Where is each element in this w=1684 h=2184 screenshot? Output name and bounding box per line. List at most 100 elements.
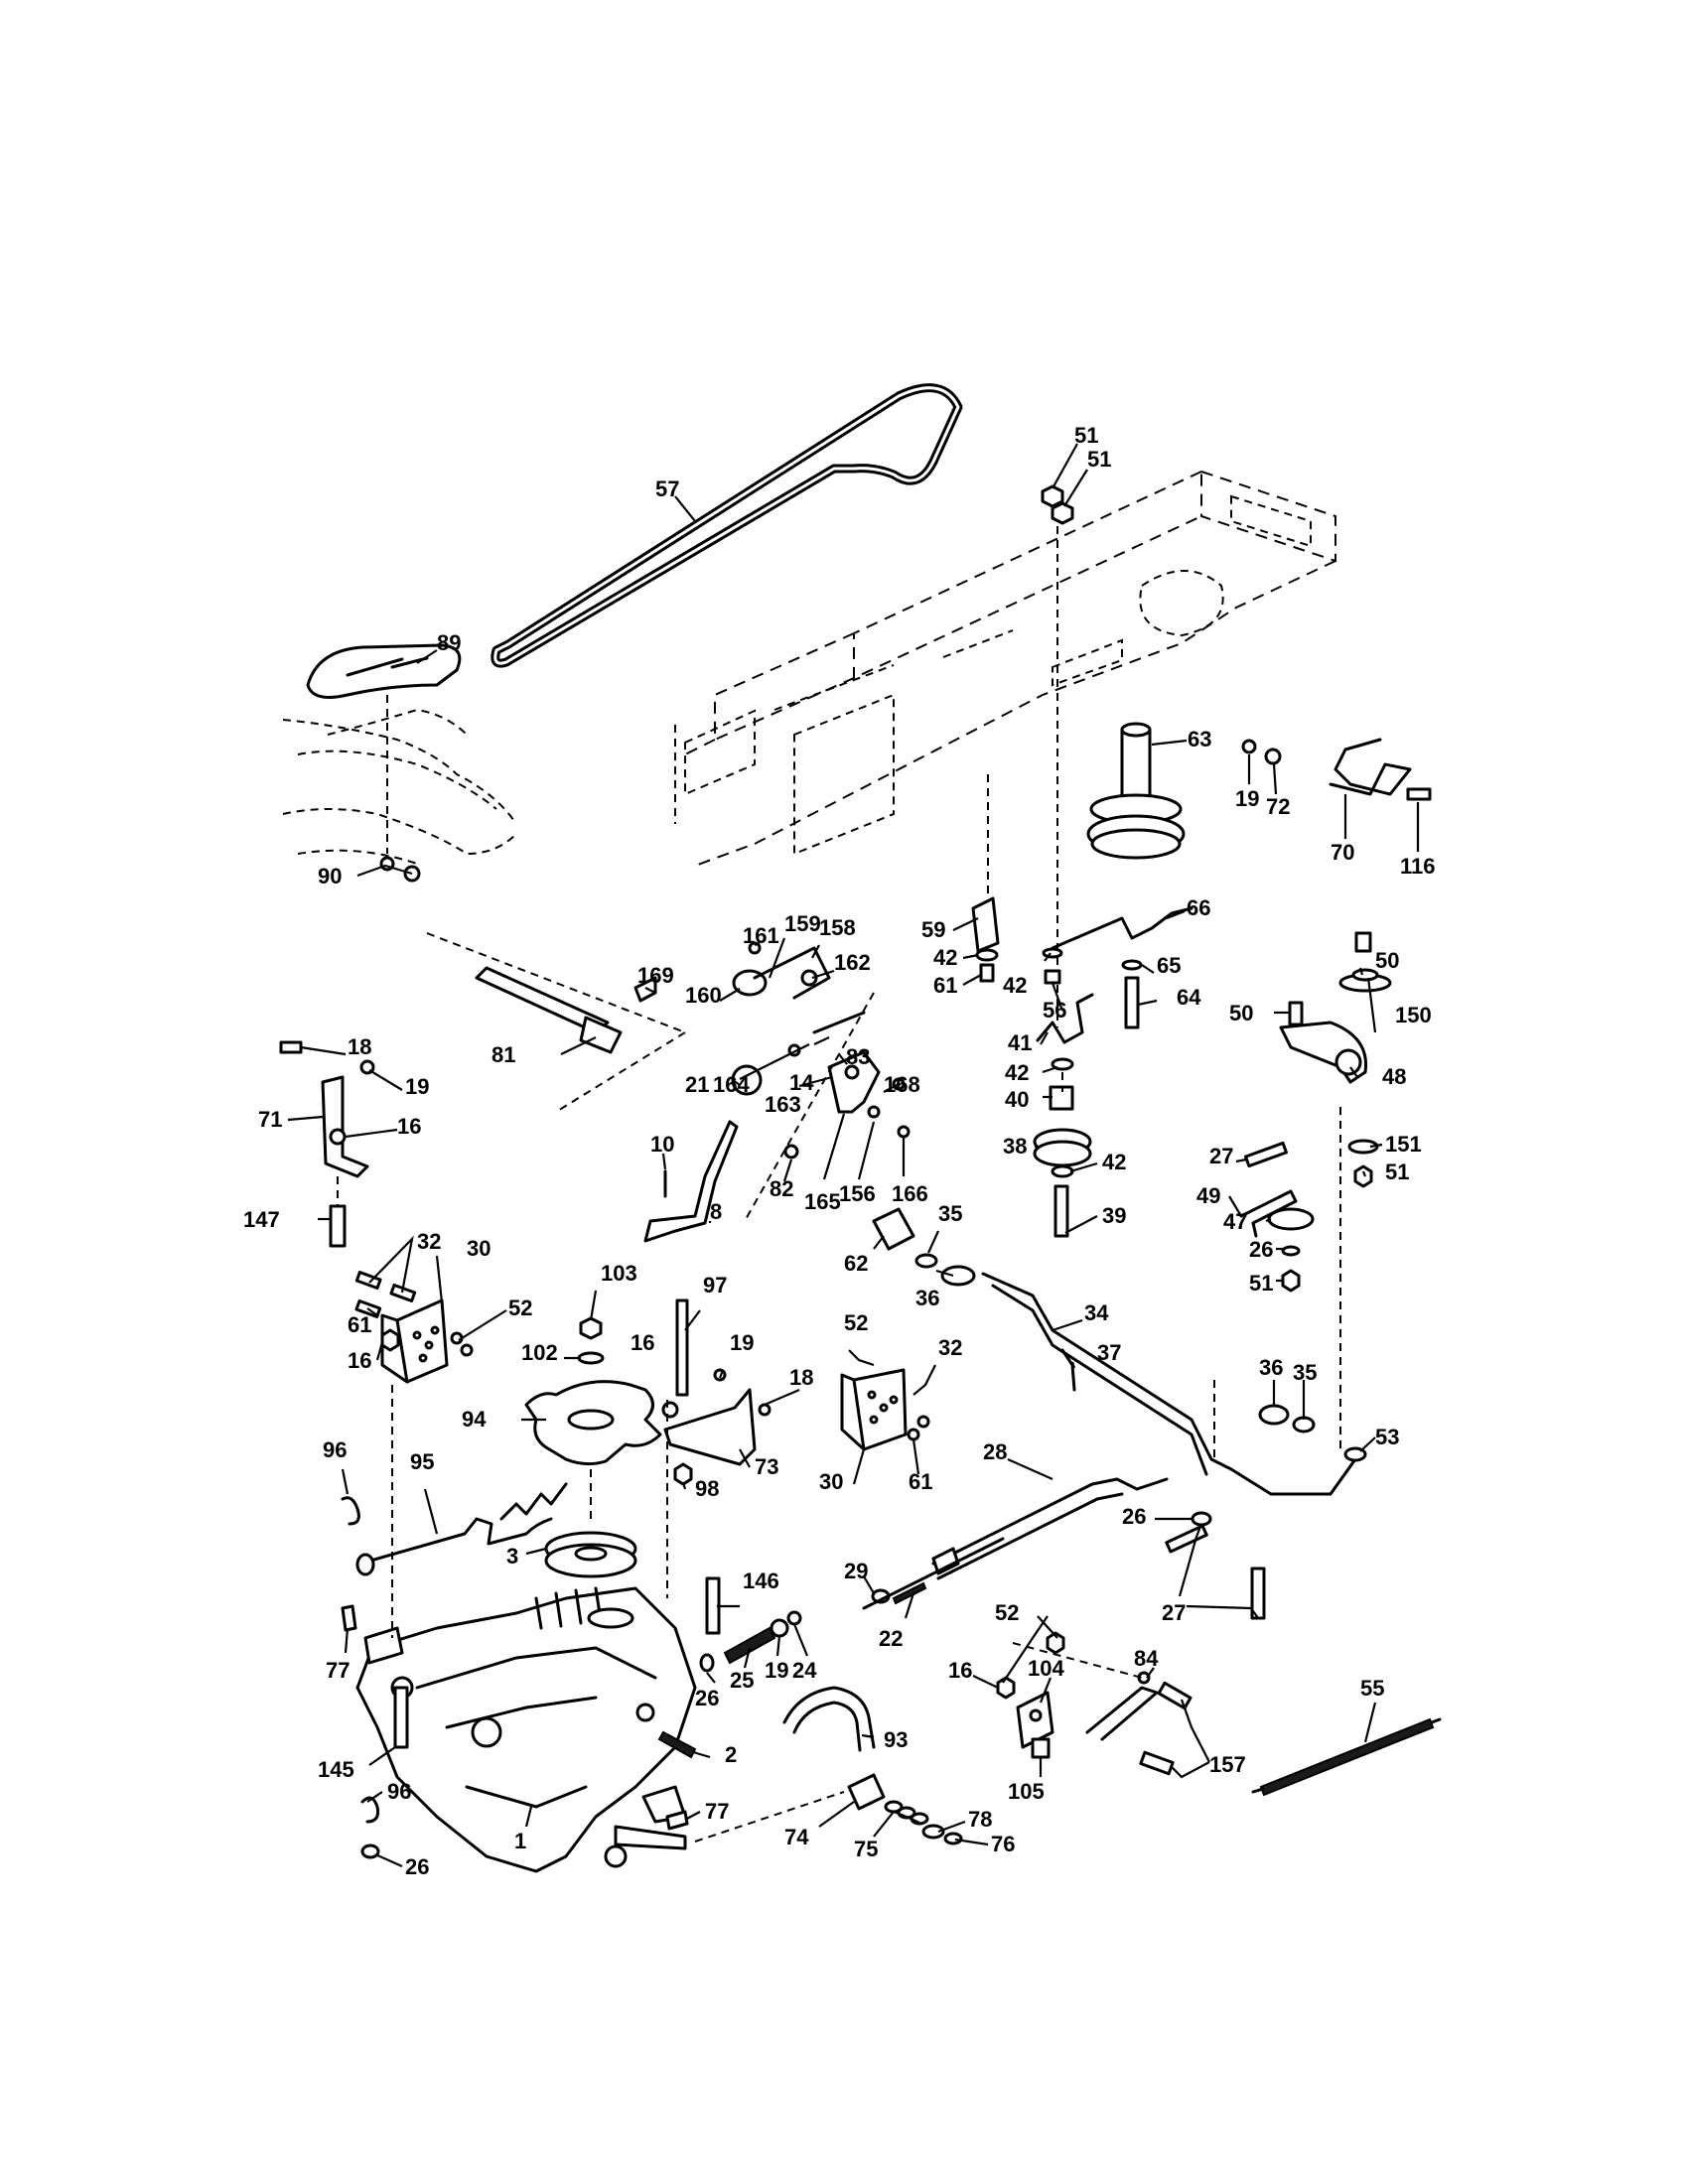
- callout-2: 2: [725, 1742, 737, 1767]
- callout-19: 19: [730, 1330, 754, 1355]
- callout-159: 159: [784, 911, 821, 936]
- callout-161: 161: [743, 923, 779, 948]
- chassis-frame: [674, 470, 1336, 867]
- callout-116: 116: [1400, 854, 1436, 879]
- fasteners: [379, 484, 1432, 1293]
- shift-linkage: [475, 941, 911, 1243]
- callout-26: 26: [405, 1854, 429, 1879]
- callout-50: 50: [1229, 1001, 1253, 1025]
- callout-19: 19: [765, 1658, 788, 1683]
- callout-103: 103: [601, 1261, 637, 1286]
- callout-24: 24: [792, 1658, 817, 1683]
- callout-83: 83: [846, 1044, 870, 1069]
- callout-26: 26: [1249, 1237, 1273, 1262]
- callout-42: 42: [1005, 1060, 1029, 1085]
- callout-95: 95: [410, 1449, 434, 1474]
- callout-27: 27: [1162, 1600, 1186, 1625]
- callout-35: 35: [1293, 1360, 1317, 1385]
- callout-62: 62: [844, 1251, 868, 1276]
- callout-42: 42: [933, 945, 957, 970]
- callout-65: 65: [1157, 953, 1181, 978]
- callout-3: 3: [506, 1544, 518, 1569]
- callout-30: 30: [467, 1236, 491, 1261]
- callout-61: 61: [348, 1312, 371, 1337]
- callout-19: 19: [1235, 786, 1259, 811]
- callout-96: 96: [387, 1779, 411, 1804]
- callout-39: 39: [1102, 1203, 1126, 1228]
- callout-40: 40: [1005, 1087, 1029, 1112]
- callout-1: 1: [514, 1829, 526, 1853]
- callout-147: 147: [243, 1207, 280, 1232]
- callout-61: 61: [909, 1469, 932, 1494]
- callout-98: 98: [695, 1476, 719, 1501]
- callout-32: 32: [417, 1229, 441, 1254]
- callout-76: 76: [991, 1832, 1015, 1856]
- callout-51: 51: [1385, 1160, 1409, 1184]
- callout-90: 90: [318, 864, 342, 888]
- callout-89: 89: [437, 630, 461, 655]
- callout-36: 36: [915, 1286, 939, 1310]
- callout-21: 21: [685, 1072, 709, 1097]
- callout-28: 28: [983, 1439, 1007, 1464]
- callout-145: 145: [318, 1757, 354, 1782]
- callout-26: 26: [1122, 1504, 1146, 1529]
- callout-35: 35: [938, 1201, 962, 1226]
- callout-26: 26: [695, 1686, 719, 1710]
- callout-27: 27: [1209, 1144, 1233, 1168]
- callout-18: 18: [789, 1365, 813, 1390]
- callout-66: 66: [1187, 895, 1210, 920]
- callout-78: 78: [968, 1807, 992, 1832]
- callout-94: 94: [462, 1407, 487, 1432]
- idler-pulley-63: [1086, 722, 1186, 860]
- callout-160: 160: [685, 983, 722, 1008]
- callout-51: 51: [1074, 423, 1098, 448]
- callout-19: 19: [405, 1074, 429, 1099]
- callout-34: 34: [1084, 1300, 1109, 1325]
- callout-22: 22: [879, 1626, 903, 1651]
- callout-57: 57: [655, 477, 679, 501]
- left-brackets: [279, 1040, 474, 1384]
- callout-52: 52: [844, 1310, 868, 1335]
- callout-37: 37: [1097, 1340, 1121, 1365]
- callout-146: 146: [743, 1569, 779, 1593]
- callout-96: 96: [323, 1437, 347, 1462]
- callout-49: 49: [1196, 1183, 1220, 1208]
- callout-8: 8: [710, 1199, 722, 1224]
- callout-102: 102: [521, 1340, 558, 1365]
- callout-51: 51: [1249, 1271, 1273, 1296]
- callout-14: 14: [789, 1070, 814, 1095]
- callout-168: 168: [884, 1072, 920, 1097]
- callout-51: 51: [1087, 447, 1111, 472]
- callout-61: 61: [933, 973, 957, 998]
- callout-93: 93: [884, 1727, 908, 1752]
- callout-70: 70: [1331, 840, 1354, 865]
- callout-157: 157: [1209, 1752, 1246, 1777]
- leader-lines: [287, 443, 1420, 1868]
- callout-74: 74: [784, 1825, 809, 1849]
- callout-25: 25: [730, 1668, 754, 1693]
- callout-162: 162: [834, 950, 871, 975]
- callout-52: 52: [508, 1296, 532, 1320]
- callout-97: 97: [703, 1273, 727, 1297]
- callout-169: 169: [637, 963, 674, 988]
- callout-104: 104: [1028, 1656, 1064, 1681]
- callout-16: 16: [631, 1330, 654, 1355]
- callout-81: 81: [491, 1042, 515, 1067]
- callout-151: 151: [1385, 1132, 1422, 1157]
- callout-63: 63: [1188, 727, 1211, 751]
- callout-77: 77: [326, 1658, 350, 1683]
- callout-150: 150: [1395, 1003, 1432, 1027]
- callout-47: 47: [1223, 1209, 1247, 1234]
- callout-73: 73: [755, 1454, 778, 1479]
- callout-165: 165: [804, 1189, 841, 1214]
- callout-71: 71: [258, 1107, 282, 1132]
- callout-18: 18: [348, 1034, 371, 1059]
- callout-29: 29: [844, 1559, 868, 1583]
- transaxle-1: [355, 1586, 697, 1873]
- callout-158: 158: [819, 915, 856, 940]
- body-outline: [282, 695, 517, 865]
- callout-166: 166: [892, 1181, 928, 1206]
- callout-labels: 57 51 51 89 63 19 72 70 116 90 59 66 42 …: [243, 423, 1436, 1879]
- callout-163: 163: [765, 1092, 801, 1117]
